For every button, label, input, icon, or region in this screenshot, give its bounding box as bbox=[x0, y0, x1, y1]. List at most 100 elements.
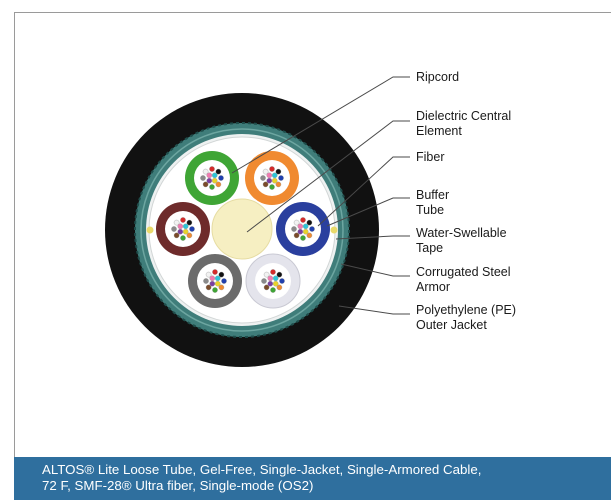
fiber-strand bbox=[186, 219, 193, 226]
fiber-strand bbox=[270, 287, 276, 293]
fiber-strand bbox=[300, 217, 306, 223]
central-element bbox=[211, 198, 273, 260]
fiber-strand bbox=[177, 223, 184, 230]
fiber-strand bbox=[302, 223, 309, 230]
fiber-strand bbox=[306, 219, 313, 226]
fiber-strand bbox=[206, 177, 213, 184]
fiber-strand bbox=[262, 168, 269, 175]
ripcord-left bbox=[146, 226, 154, 234]
buffer-tube-blue bbox=[276, 202, 330, 256]
leader-armor bbox=[340, 263, 410, 277]
fiber-strand bbox=[221, 278, 227, 284]
fiber-strand bbox=[182, 223, 189, 230]
buffer-tube-green bbox=[185, 151, 239, 205]
fiber-strand bbox=[203, 278, 209, 284]
fiber-strand bbox=[279, 278, 285, 284]
fiber-strand bbox=[293, 232, 300, 239]
fiber-strand bbox=[177, 228, 184, 235]
fiber-strand bbox=[218, 175, 224, 181]
armor-corrugation bbox=[134, 122, 350, 338]
caption-line-1: ALTOS® Lite Loose Tube, Gel-Free, Single… bbox=[42, 462, 482, 477]
fiber-strand bbox=[200, 175, 206, 181]
fiber-strand bbox=[214, 280, 221, 287]
fiber-strand bbox=[271, 172, 278, 179]
fiber-strand bbox=[212, 287, 218, 293]
fiber-strand bbox=[262, 181, 269, 188]
fiber-strand bbox=[171, 226, 177, 232]
caption-text: ALTOS® Lite Loose Tube, Gel-Free, Single… bbox=[42, 462, 602, 493]
fiber-strand bbox=[278, 175, 284, 181]
fiber-strand bbox=[266, 172, 273, 179]
fiber-strand bbox=[275, 168, 282, 175]
fiber-strand bbox=[209, 184, 215, 190]
ripcord-right bbox=[330, 226, 338, 234]
fiber-strand bbox=[202, 168, 209, 175]
fiber-strand bbox=[206, 172, 213, 179]
fiber-strand bbox=[263, 271, 270, 278]
fiber-strand bbox=[215, 181, 222, 188]
armor-highlight bbox=[140, 128, 344, 332]
fiber-strand bbox=[293, 219, 300, 226]
caption-line-2: 72 F, SMF-28® Ultra fiber, Single-mode (… bbox=[42, 477, 314, 493]
fiber-strand bbox=[275, 181, 282, 188]
fiber-strand bbox=[269, 166, 275, 172]
fiber-strand bbox=[214, 275, 221, 282]
fiber-strand bbox=[211, 172, 218, 179]
buffer-tube-gray bbox=[188, 254, 242, 308]
fiber-strand bbox=[276, 271, 283, 278]
fiber-strand bbox=[218, 284, 225, 291]
fiber-strand bbox=[209, 275, 216, 282]
fiber-strand bbox=[309, 226, 315, 232]
leader-lines bbox=[231, 76, 410, 315]
fiber-strand bbox=[202, 181, 209, 188]
fiber-strand bbox=[261, 278, 267, 284]
fiber-strand bbox=[180, 235, 186, 241]
label-central-element: Dielectric Central Element bbox=[416, 109, 515, 138]
fiber-strand bbox=[209, 166, 215, 172]
fiber-strand bbox=[173, 232, 180, 239]
fiber-strand bbox=[173, 219, 180, 226]
fiber-strand bbox=[300, 235, 306, 241]
fiber-strand bbox=[260, 175, 266, 181]
leader-buffer-tube bbox=[326, 197, 410, 227]
label-water-swellable-tape: Water-Swellable Tape bbox=[416, 226, 510, 255]
label-fiber: Fiber bbox=[416, 150, 444, 164]
buffer-tube-white bbox=[245, 253, 301, 309]
fiber-strand bbox=[218, 271, 225, 278]
fiber-strand bbox=[291, 226, 297, 232]
fiber-strand bbox=[186, 232, 193, 239]
fiber-strand bbox=[209, 280, 216, 287]
fiber-strand bbox=[266, 177, 273, 184]
cable-cross-section-diagram: Ripcord Dielectric Central Element Fiber… bbox=[105, 70, 520, 367]
leader-ripcord bbox=[231, 76, 410, 174]
fiber-strand bbox=[276, 284, 283, 291]
fiber-strand bbox=[297, 223, 304, 230]
fiber-strand bbox=[271, 177, 278, 184]
fiber-strand bbox=[306, 232, 313, 239]
label-outer-jacket: Polyethylene (PE) Outer Jacket bbox=[416, 303, 520, 332]
fiber-strand bbox=[205, 271, 212, 278]
label-ripcord: Ripcord bbox=[416, 70, 459, 84]
fiber-strand bbox=[272, 280, 279, 287]
fiber-strand bbox=[270, 269, 276, 275]
fiber-strand bbox=[272, 275, 279, 282]
fiber-strand bbox=[297, 228, 304, 235]
fiber-strand bbox=[302, 228, 309, 235]
fiber-strand bbox=[263, 284, 270, 291]
buffer-tube-orange bbox=[245, 151, 299, 205]
fiber-strand bbox=[267, 280, 274, 287]
fiber-strand bbox=[269, 184, 275, 190]
label-corrugated-steel-armor: Corrugated Steel Armor bbox=[416, 265, 514, 294]
leader-central-element bbox=[246, 120, 410, 233]
caption-bar: ALTOS® Lite Loose Tube, Gel-Free, Single… bbox=[14, 457, 611, 500]
leader-fiber bbox=[317, 156, 410, 227]
buffer-tube-brown bbox=[156, 202, 210, 256]
fiber-strand bbox=[205, 284, 212, 291]
fiber-strand bbox=[189, 226, 195, 232]
label-buffer-tube: Buffer Tube bbox=[416, 188, 453, 217]
fiber-strand bbox=[182, 228, 189, 235]
leader-tape bbox=[335, 235, 410, 240]
fiber-strand bbox=[180, 217, 186, 223]
fiber-strand bbox=[215, 168, 222, 175]
